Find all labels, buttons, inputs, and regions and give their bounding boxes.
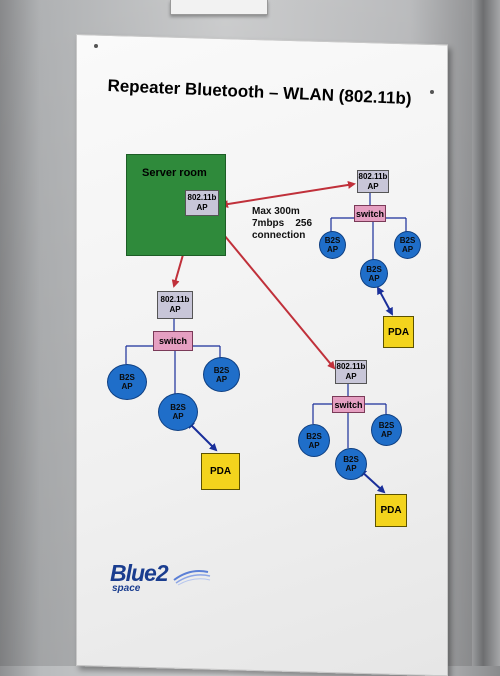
b2s-label-line1: B2S [306, 431, 322, 441]
pin-icon [94, 44, 98, 48]
b2s-access-point: B2S AP [107, 364, 147, 400]
b2s-label-line1: B2S [366, 264, 382, 274]
b2s-label-line2: AP [380, 430, 393, 439]
wlan-link [208, 216, 336, 370]
b2s-access-point: B2S AP [203, 357, 240, 392]
logo-subtext: space [112, 583, 141, 594]
pda-device: PDA [383, 316, 414, 348]
pin-icon [430, 90, 434, 94]
note-line: Max 300m [252, 206, 300, 217]
wlan-access-point: 802.11b AP [157, 291, 193, 319]
b2s-access-point: B2S AP [319, 231, 346, 259]
ap-label-line1: 802.11b [358, 171, 388, 181]
b2s-label-line2: AP [326, 245, 339, 254]
blue2space-logo: Blue2 space [110, 560, 211, 594]
bluetooth-link [377, 286, 393, 316]
network-switch: switch [354, 205, 386, 222]
wlan-access-point: 802.11b AP [357, 170, 389, 193]
ap-label-line2: AP [345, 372, 357, 381]
ap-label-line2: AP [196, 203, 208, 212]
wall-frame [472, 0, 500, 666]
bluetooth-link [186, 420, 218, 452]
b2s-label-line1: B2S [378, 421, 395, 430]
b2s-label-line1: B2S [170, 403, 186, 412]
b2s-label-line2: AP [121, 382, 133, 391]
b2s-label-line2: AP [308, 440, 320, 450]
b2s-label-line2: AP [172, 412, 184, 421]
logo-wordmark: Blue2 [110, 560, 169, 586]
b2s-access-point: B2S AP [360, 259, 388, 288]
pda-device: PDA [375, 494, 407, 527]
wlan-link [220, 180, 356, 209]
ap-label-line1: 802.11b [187, 193, 217, 202]
b2s-label-line2: AP [345, 464, 357, 473]
b2s-label-line1: B2S [399, 236, 416, 245]
b2s-label-line2: AP [368, 273, 380, 283]
b2s-label-line2: AP [401, 245, 414, 254]
pda-device: PDA [201, 453, 240, 490]
ap-label-line1: 802.11b [160, 295, 190, 304]
b2s-access-point: B2S AP [335, 448, 367, 480]
b2s-access-point: B2S AP [158, 393, 198, 431]
ap-label-line2: AP [367, 181, 379, 191]
range-note: Max 300m 7mbps 256 connection [252, 206, 312, 242]
wlan-access-point: 802.11b AP [335, 360, 367, 384]
b2s-access-point: B2S AP [371, 414, 402, 446]
b2s-label-line1: B2S [324, 236, 341, 245]
network-switch: switch [332, 396, 365, 413]
network-switch: switch [153, 331, 193, 351]
server-room-label: Server room [142, 167, 207, 179]
b2s-label-line2: AP [215, 374, 228, 384]
b2s-label-line1: B2S [213, 365, 230, 375]
mounted-box [170, 0, 268, 15]
bluetooth-link [358, 468, 386, 494]
note-line: 7mbps 256 [252, 218, 313, 229]
wlan-access-point: 802.11b AP [185, 190, 219, 216]
logo-swoosh-icon [173, 570, 211, 586]
note-line: connection [252, 230, 306, 241]
b2s-label-line1: B2S [119, 373, 135, 382]
ap-label-line1: 802.11b [336, 362, 366, 371]
b2s-label-line1: B2S [343, 455, 359, 464]
b2s-access-point: B2S AP [298, 424, 330, 457]
b2s-access-point: B2S AP [394, 231, 421, 259]
ap-label-line2: AP [169, 305, 181, 314]
